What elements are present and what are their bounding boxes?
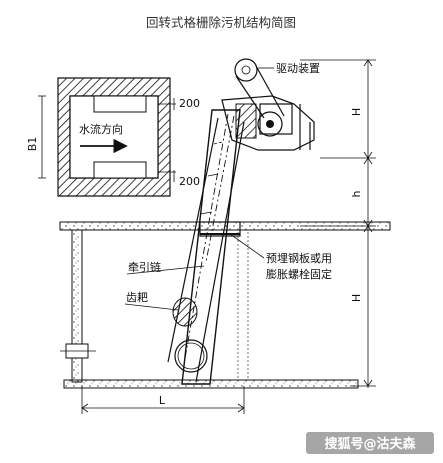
drive-label: 驱动装置 bbox=[276, 62, 320, 75]
dimension-bottom: L bbox=[81, 386, 245, 414]
drive-unit: 驱动装置 bbox=[221, 58, 320, 151]
b1-label: B1 bbox=[26, 137, 39, 152]
dim-h: h bbox=[350, 190, 363, 197]
watermark-text: 搜狐号@沽夫森 bbox=[324, 436, 416, 452]
dim-200-top: 200 bbox=[179, 97, 200, 110]
rake-label: 齿耙 bbox=[126, 291, 148, 304]
dim-L: L bbox=[159, 394, 166, 407]
screen-frame bbox=[167, 109, 245, 385]
flow-direction-label: 水流方向 bbox=[79, 122, 123, 136]
dim-H-top: H bbox=[350, 108, 363, 116]
rake-teeth bbox=[172, 297, 198, 327]
dimensions-right: H h H bbox=[300, 59, 376, 388]
plan-view: B1 水流方向 200 200 bbox=[26, 77, 200, 197]
callouts: 牵引链 齿耙 预埋钢板或用 膨胀螺栓固定 bbox=[124, 233, 332, 311]
diagram-title: 回转式格栅除污机结构简图 bbox=[146, 15, 296, 30]
watermark: 搜狐号@沽夫森 bbox=[306, 432, 434, 454]
plate-label-line1: 预埋钢板或用 bbox=[266, 251, 332, 265]
plate-label-line2: 膨胀螺栓固定 bbox=[266, 267, 332, 281]
chain-label: 牵引链 bbox=[128, 260, 161, 274]
dim-200-bottom: 200 bbox=[179, 175, 200, 188]
dim-H-bottom: H bbox=[350, 294, 363, 302]
